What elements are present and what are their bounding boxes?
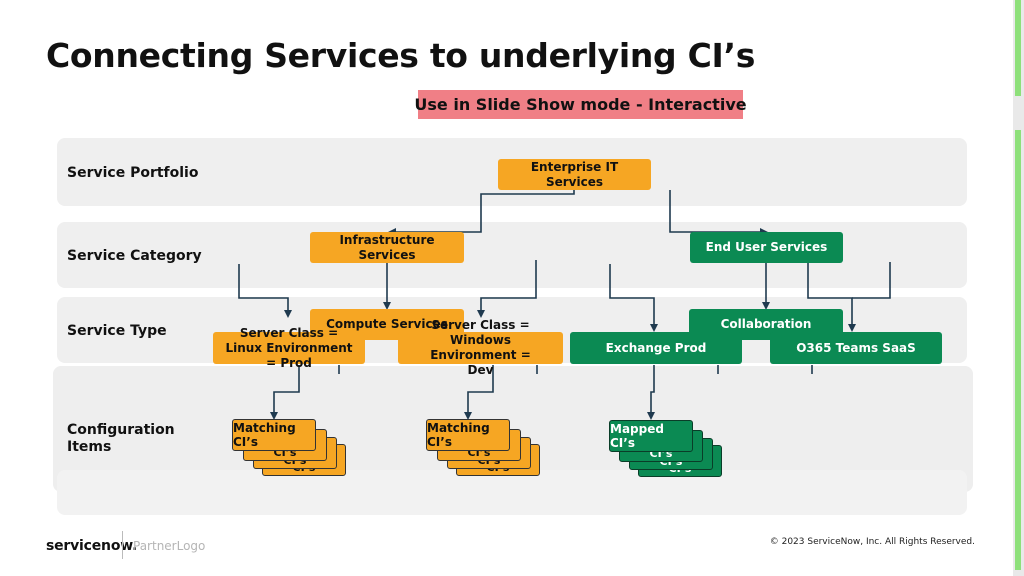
partner-logo: PartnerLogo [133, 539, 206, 553]
copyright-notice: © 2023 ServiceNow, Inc. All Rights Reser… [769, 537, 975, 547]
slide-title: Connecting Services to underlying CI’s [46, 36, 756, 75]
lane-label-category: Service Category [67, 248, 202, 264]
lane-label-portfolio: Service Portfolio [67, 165, 199, 181]
node-server-linux-prod[interactable]: Server Class = Linux Environment = Prod [213, 326, 365, 370]
lane-label-type: Service Type [67, 323, 167, 339]
lane-footer-band [57, 470, 967, 515]
ci-stack-windows-matching[interactable]: Matching CI’s [426, 419, 510, 451]
node-exchange-prod[interactable]: Exchange Prod [570, 332, 742, 364]
node-end-user-services[interactable]: End User Services [690, 232, 843, 263]
node-server-windows-dev[interactable]: Server Class = Windows Environment = Dev [398, 318, 563, 377]
ci-stack-mapped[interactable]: Mapped CI’s [609, 420, 693, 452]
ci-stack-linux-matching[interactable]: Matching CI’s [232, 419, 316, 451]
node-enterprise-it-services[interactable]: Enterprise IT Services [498, 159, 651, 190]
footer-divider [122, 531, 123, 559]
slideshow-banner: Use in Slide Show mode - Interactive [414, 90, 747, 119]
servicenow-logo: servicenow. [46, 538, 138, 554]
node-infrastructure-services[interactable]: Infrastructure Services [310, 232, 464, 263]
right-edge-bar [1013, 0, 1024, 576]
node-o365-teams-saas[interactable]: O365 Teams SaaS [770, 332, 942, 364]
